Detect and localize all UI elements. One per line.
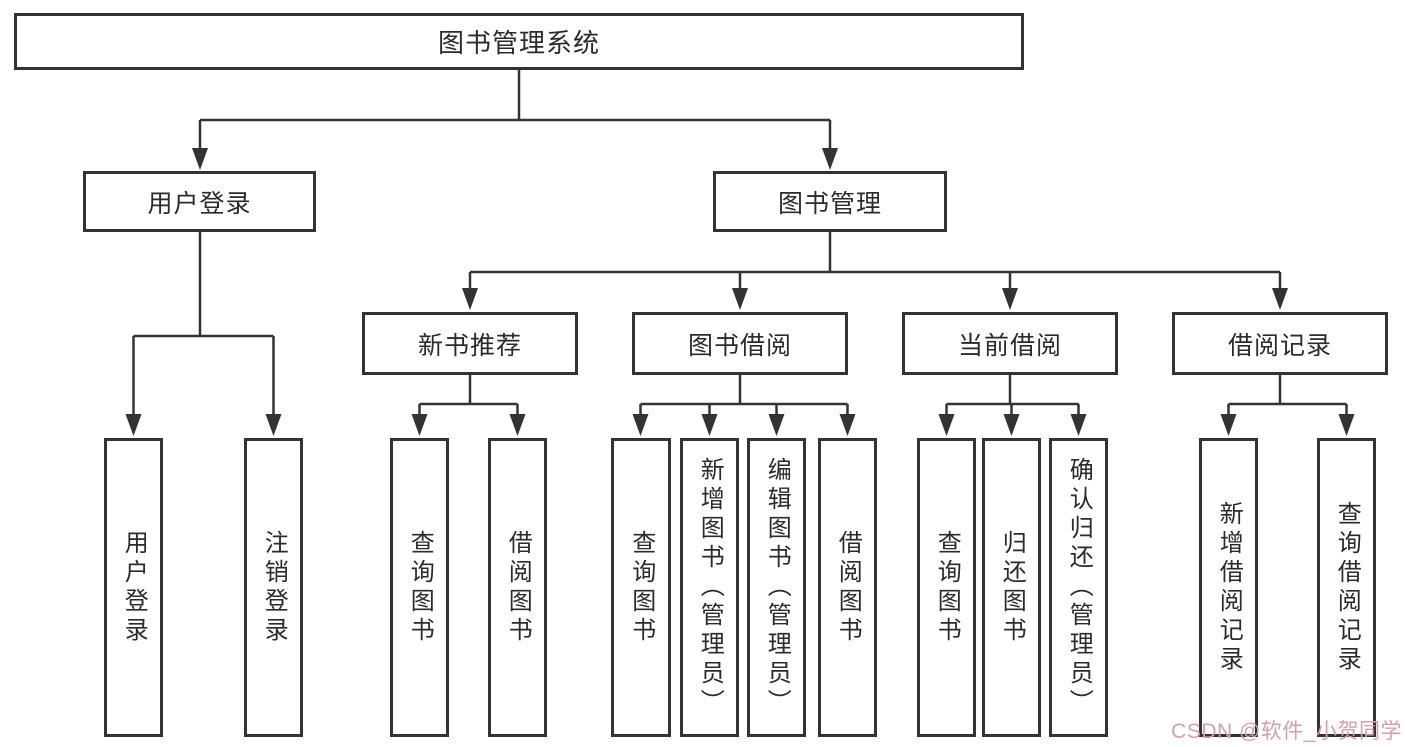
- node-user-login: 用户登录: [83, 171, 316, 232]
- leaf-query-borrowing-record: 查询借阅记录: [1317, 438, 1376, 737]
- node-borrowing-records: 借阅记录: [1172, 312, 1388, 375]
- arrowheads: [125, 148, 1355, 436]
- leaf-edit-book-admin: 编辑图书（管理员）: [747, 438, 806, 737]
- node-label: 用户登录: [147, 189, 252, 218]
- node-book-borrowing: 图书借阅: [632, 312, 848, 375]
- node-book-management: 图书管理: [713, 171, 947, 232]
- node-label: 查询图书: [406, 529, 434, 646]
- node-label: 查询图书: [627, 529, 655, 646]
- csdn-watermark: CSDN @软件_小贺同学: [1171, 720, 1402, 743]
- leaf-confirm-return-admin: 确认归还（管理员）: [1049, 438, 1108, 737]
- node-label: 编辑图书（管理员）: [763, 457, 791, 718]
- leaf-return-books: 归还图书: [982, 438, 1041, 737]
- leaf-borrow-books-recommendation: 借阅图书: [488, 438, 547, 737]
- node-label: 新增图书（管理员）: [696, 457, 724, 718]
- node-label: 当前借阅: [957, 331, 1062, 360]
- node-label: 借阅图书: [834, 529, 862, 646]
- node-label: 新书推荐: [417, 331, 522, 360]
- node-current-borrowing: 当前借阅: [902, 312, 1118, 375]
- leaf-query-books-borrowing: 查询图书: [611, 438, 671, 737]
- node-label: 借阅图书: [504, 529, 532, 646]
- node-label: 确认归还（管理员）: [1065, 457, 1093, 718]
- node-label: 图书管理系统: [437, 28, 600, 58]
- leaf-borrow-books: 借阅图书: [818, 438, 877, 737]
- leaf-add-book-admin: 新增图书（管理员）: [680, 438, 739, 737]
- node-library-management-system: 图书管理系统: [14, 13, 1024, 70]
- leaf-add-borrowing-record: 新增借阅记录: [1199, 438, 1258, 737]
- node-label: 图书管理: [777, 189, 882, 218]
- node-label: 图书借阅: [687, 331, 792, 360]
- leaf-user-login: 用户登录: [104, 438, 163, 737]
- leaf-query-books-recommendation: 查询图书: [390, 438, 449, 737]
- node-label: 注销登录: [260, 529, 288, 646]
- leaf-logout: 注销登录: [244, 438, 303, 737]
- node-label: 用户登录: [120, 529, 148, 646]
- node-label: 查询图书: [933, 529, 961, 646]
- node-label: 新增借阅记录: [1215, 500, 1243, 675]
- node-label: 查询借阅记录: [1333, 500, 1361, 675]
- node-new-book-recommendation: 新书推荐: [362, 312, 578, 375]
- node-label: 归还图书: [998, 529, 1026, 646]
- node-label: 借阅记录: [1227, 331, 1332, 360]
- leaf-query-books-current: 查询图书: [917, 438, 976, 737]
